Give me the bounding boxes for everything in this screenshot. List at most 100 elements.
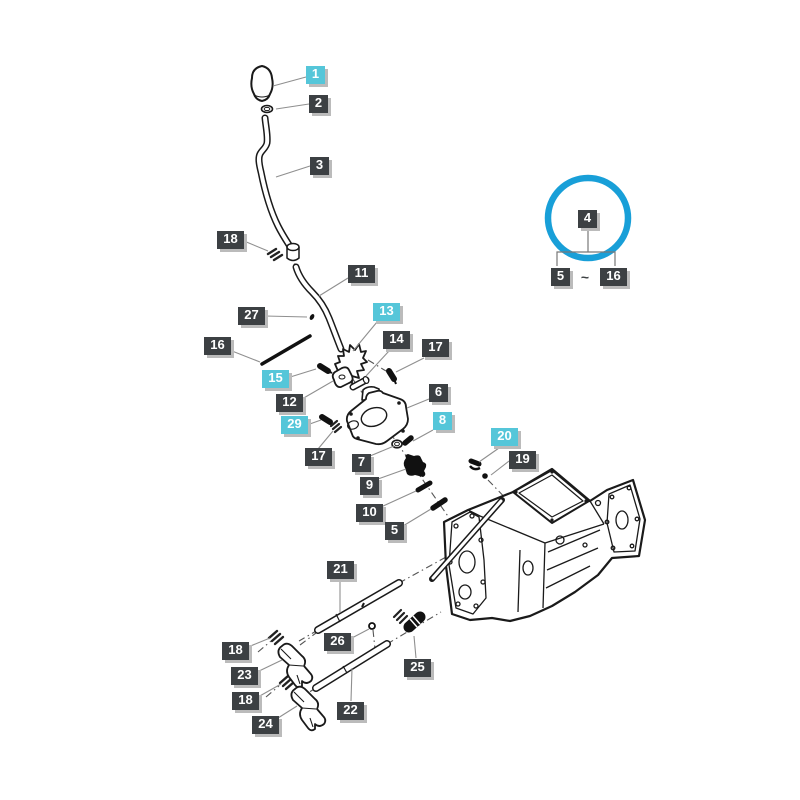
leader-line-18c [247, 637, 271, 648]
shift-lever-assembly [250, 64, 345, 353]
shift-fork-1 [277, 642, 314, 689]
knob-lock-nut [260, 104, 274, 114]
part-label-13: 13 [373, 303, 400, 321]
leader-lines [231, 76, 510, 719]
top-cover-rim-outer [512, 469, 590, 524]
housing-ribs [467, 499, 605, 613]
part-label-24: 24 [252, 716, 279, 734]
leader-line-17b [317, 430, 334, 450]
part-label-23: 23 [231, 667, 258, 685]
detent-pin-lower [430, 497, 448, 511]
part-label-25: 25 [404, 659, 431, 677]
detent-ball-26 [368, 622, 376, 630]
housing-left-flange [447, 511, 487, 615]
group-highlight [544, 174, 632, 266]
part-label-12: 12 [276, 394, 303, 412]
part-label-2: 2 [309, 95, 328, 113]
leader-line-12 [301, 380, 334, 400]
detent-cone [402, 435, 414, 446]
leader-line-16a [231, 350, 261, 363]
lever-spring [266, 247, 284, 262]
transmission-housing [429, 467, 647, 623]
leader-line-27 [264, 315, 308, 318]
shift-rail-2 [312, 640, 391, 692]
shift-rails-and-forks [267, 579, 426, 732]
upper-lever-rod [255, 114, 295, 252]
shift-fork-2 [290, 685, 327, 732]
leader-line-25 [413, 635, 417, 659]
installed-shift-rail [429, 497, 505, 582]
leader-line-10 [380, 490, 417, 508]
part-label-5a: 5 [385, 522, 404, 540]
part-label-7: 7 [352, 454, 371, 472]
leader-line-11 [318, 277, 349, 297]
range-bracket [556, 251, 616, 266]
leader-line-9 [377, 468, 407, 480]
part-label-9: 9 [360, 477, 379, 495]
part-label-17a: 17 [422, 339, 449, 357]
detent-plug-25 [403, 611, 426, 633]
leader-line-18d [257, 683, 282, 698]
range-tilde: ~ [580, 269, 590, 285]
detent-plunger [403, 454, 427, 477]
gate-screw-right [386, 368, 397, 385]
part-label-3: 3 [310, 157, 329, 175]
leader-line-17a [395, 357, 425, 373]
part-label-22: 22 [337, 702, 364, 720]
part-label-6: 6 [429, 384, 448, 402]
leader-line-14 [365, 350, 390, 377]
gate-pin [349, 376, 370, 391]
part-label-26: 26 [324, 633, 351, 651]
detent-parts [391, 435, 448, 511]
leader-line-26 [349, 628, 370, 640]
leader-line-29 [306, 419, 322, 426]
interlock-bracket [331, 366, 354, 389]
cover-plate [345, 389, 409, 446]
leader-line-6 [406, 398, 430, 409]
fork-spring-upper [267, 629, 285, 646]
part-label-15: 15 [262, 370, 289, 388]
detent-pin-upper [415, 480, 433, 493]
leader-line-7 [369, 445, 395, 457]
lower-lever-rod [292, 263, 345, 353]
lever-collar [286, 242, 300, 262]
housing-right-flange [604, 484, 641, 553]
part-label-18c: 18 [222, 642, 249, 660]
part-label-14: 14 [383, 331, 410, 349]
part-label-5b: 5 [551, 268, 570, 286]
leader-line-23 [256, 659, 283, 673]
part-label-29: 29 [281, 416, 308, 434]
gate-assembly [317, 343, 409, 446]
leader-line-20 [478, 447, 500, 463]
part-label-8: 8 [433, 412, 452, 430]
leader-line-19 [490, 460, 510, 476]
leader-line-18a [243, 240, 269, 252]
leader-line-8 [412, 429, 434, 442]
shift-rail-1 [314, 579, 403, 634]
detent-washer [391, 439, 403, 449]
part-label-4: 4 [578, 210, 597, 228]
leader-line-15 [286, 368, 317, 379]
retainer-clip [468, 458, 482, 471]
plate-screw [319, 414, 343, 434]
part-label-27: 27 [238, 307, 265, 325]
leader-line-24 [277, 705, 298, 719]
gear-knob [250, 64, 274, 103]
leader-line-3 [275, 165, 311, 178]
leader-line-2 [275, 103, 310, 110]
top-cover-rim-inner [518, 474, 584, 518]
leader-line-1 [272, 76, 307, 87]
leader-line-5a [402, 508, 432, 527]
select-rod [260, 334, 312, 366]
part-label-16a: 16 [204, 337, 231, 355]
part-label-10: 10 [356, 504, 383, 522]
part-label-18d: 18 [232, 692, 259, 710]
part-label-11: 11 [348, 265, 375, 283]
part-label-18a: 18 [217, 231, 244, 249]
lever-pin [309, 314, 315, 320]
part-label-20: 20 [491, 428, 518, 446]
detent-ball [482, 473, 488, 479]
highlight-circle [544, 174, 632, 262]
